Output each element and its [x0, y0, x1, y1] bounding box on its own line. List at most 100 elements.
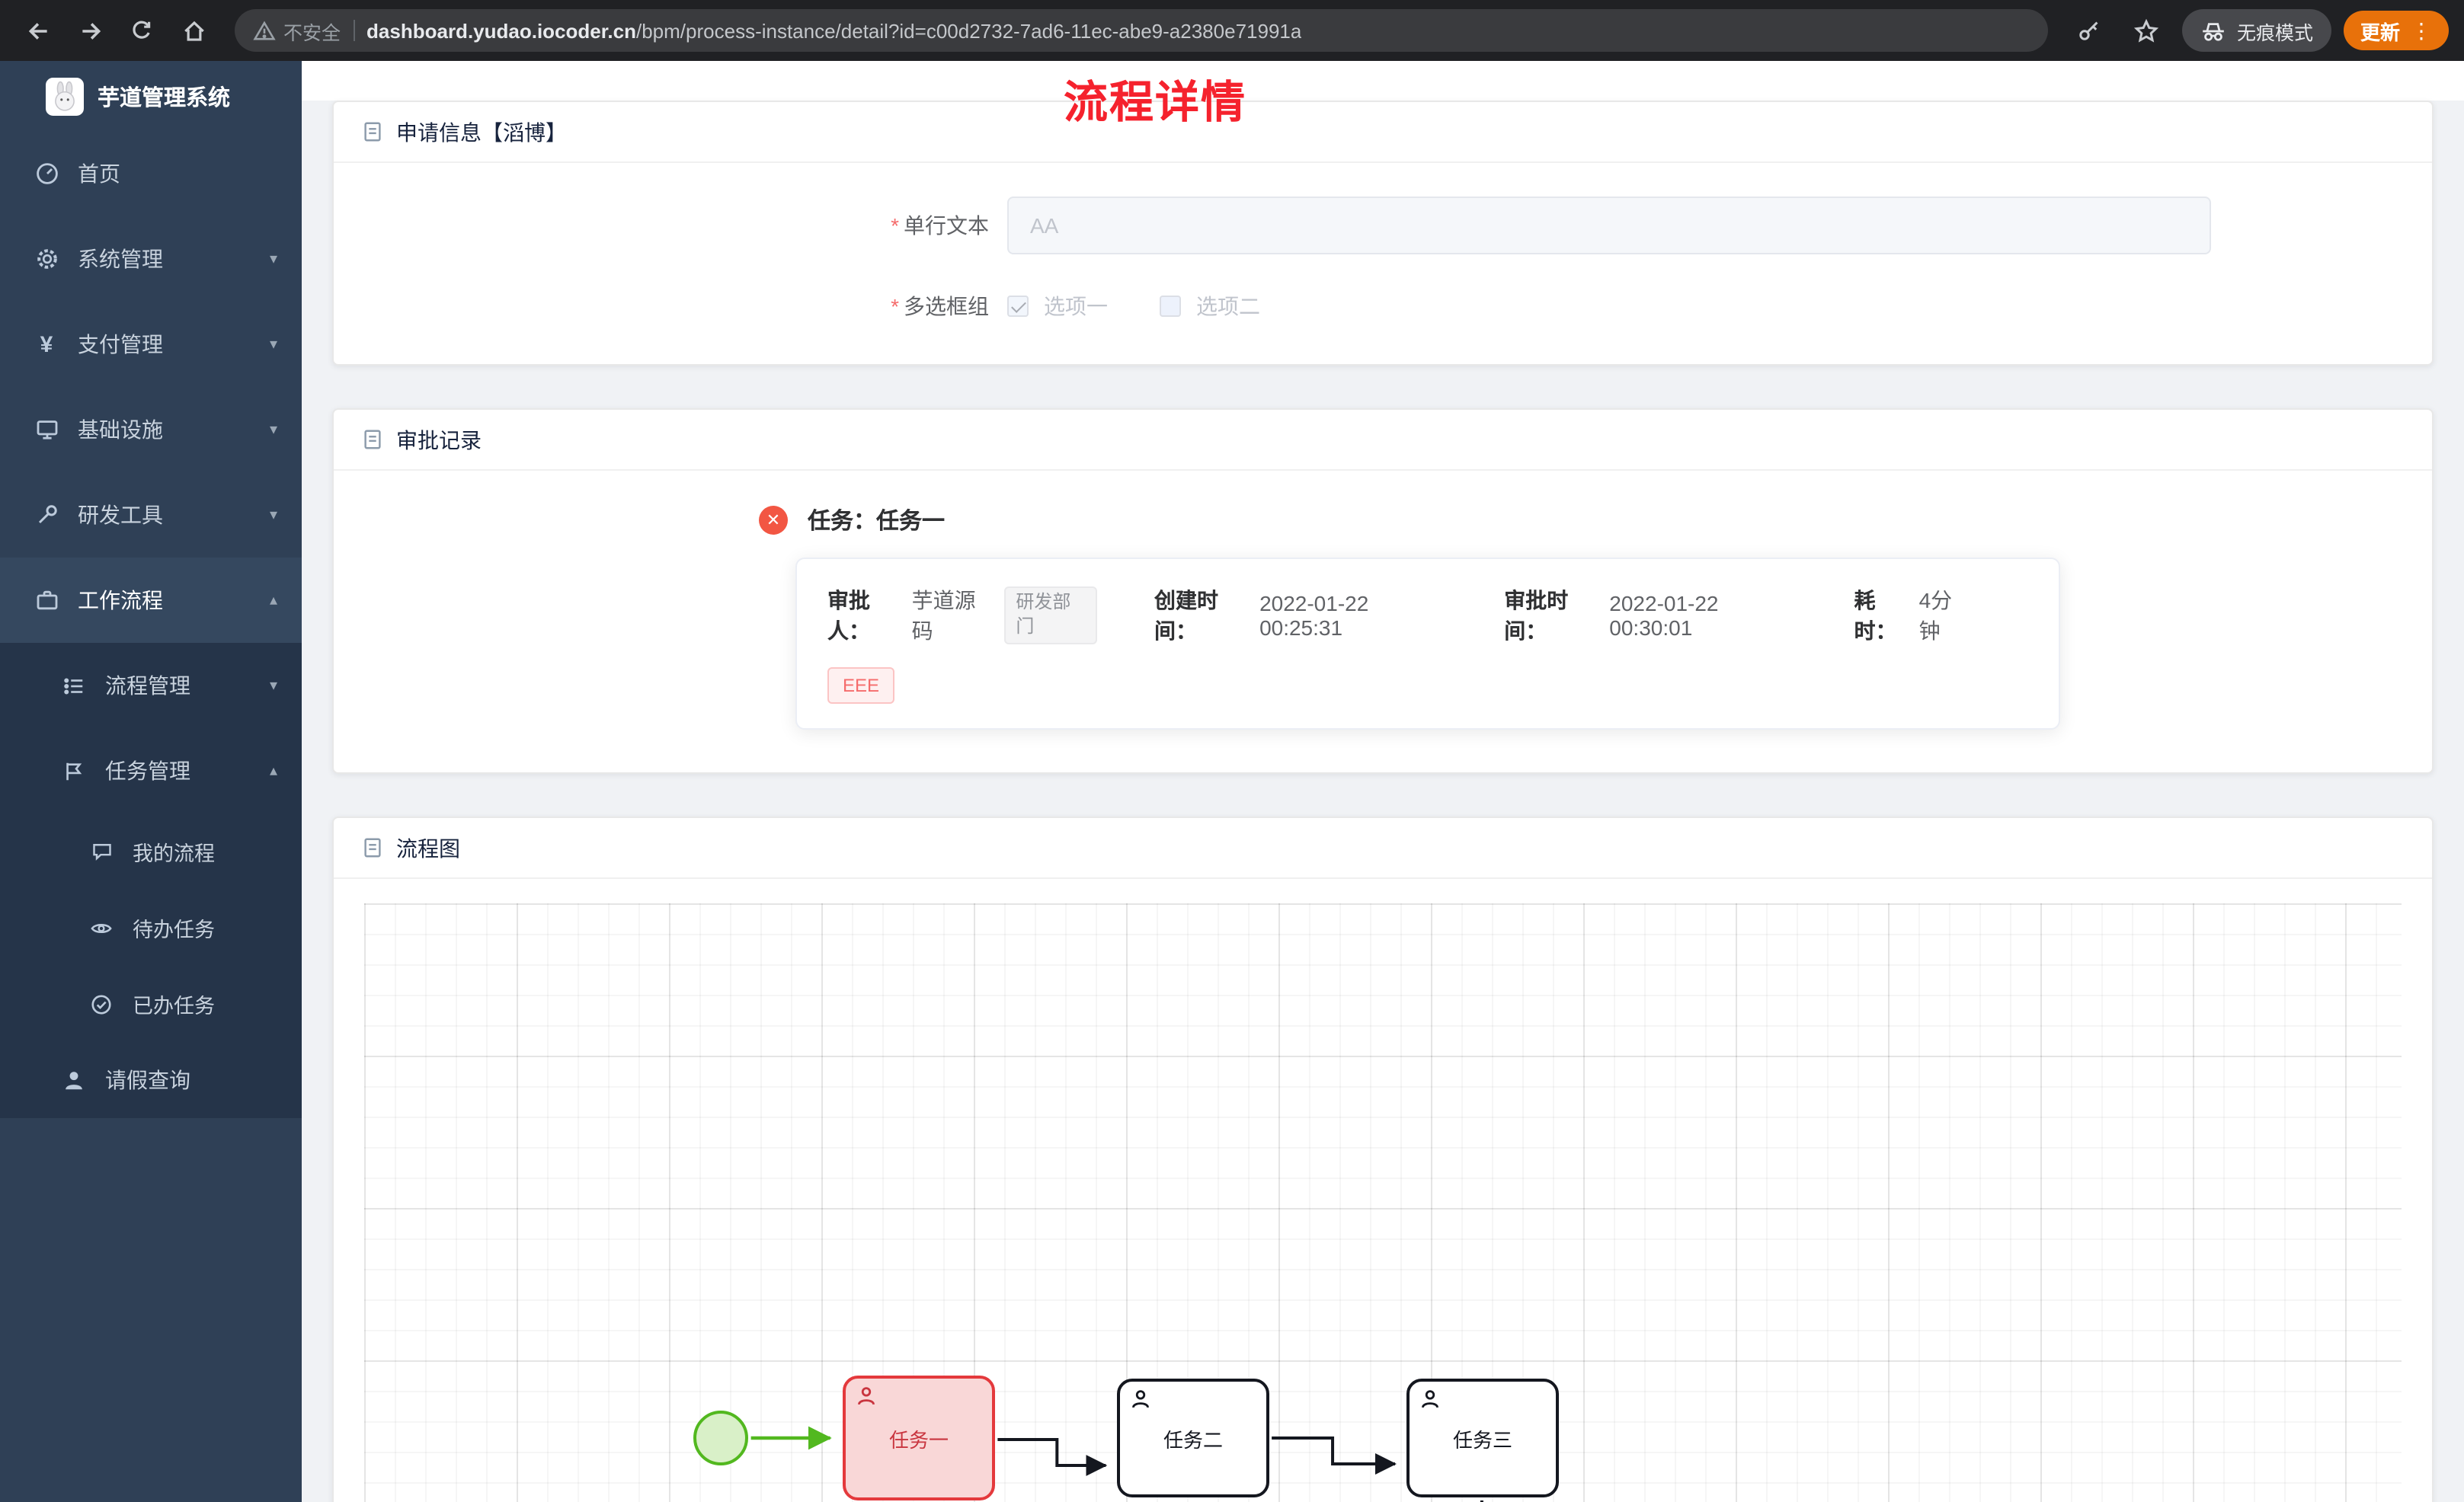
- bookmark-button[interactable]: [2124, 8, 2170, 53]
- sidebar-item-label: 流程管理: [105, 673, 190, 698]
- approve-time-group: 审批时间： 2022-01-22 00:30:01: [1504, 585, 1796, 646]
- approval-record-card-body: ✕ 任务：任务一 审批人： 芋道源码 研发部门 创建时间： 2022-01-22…: [334, 471, 2432, 773]
- update-button[interactable]: 更新 ⋮: [2343, 11, 2449, 50]
- site-security-chip[interactable]: 不安全: [253, 16, 341, 45]
- approve-time-label: 审批时间：: [1504, 588, 1569, 643]
- chevron-down-icon: ▾: [269, 336, 277, 353]
- sidebar-item-label: 支付管理: [78, 332, 163, 356]
- department-tag: 研发部门: [1003, 586, 1097, 644]
- create-time-group: 创建时间： 2022-01-22 00:25:31: [1154, 585, 1446, 646]
- bpmn-canvas[interactable]: 任务一 任务二 任务三: [364, 903, 2402, 1502]
- approver-label: 审批人：: [827, 588, 870, 643]
- required-asterisk: *: [891, 294, 899, 318]
- address-bar[interactable]: 不安全 dashboard.yudao.iocoder.cn/bpm/proce…: [235, 9, 2048, 52]
- person-icon: [61, 1069, 87, 1091]
- reload-button[interactable]: [119, 8, 165, 53]
- record-icon: [361, 428, 384, 451]
- sidebar-item-label: 研发工具: [78, 503, 163, 527]
- bpmn-task-3[interactable]: 任务三: [1406, 1379, 1559, 1498]
- bpmn-task-2[interactable]: 任务二: [1117, 1379, 1269, 1498]
- url-domain: dashboard.yudao.iocoder.cn: [366, 19, 636, 42]
- sidebar-item-home[interactable]: 首页: [0, 131, 302, 216]
- infra-icon: [34, 417, 59, 442]
- page-title: 流程详情: [1063, 79, 1246, 128]
- text-field-label: *单行文本: [891, 213, 989, 238]
- list-icon: [61, 674, 87, 697]
- sidebar-item-payment[interactable]: ¥ 支付管理 ▾: [0, 302, 302, 387]
- bpmn-start-event[interactable]: [693, 1411, 748, 1466]
- sidebar-item-leave-query[interactable]: 请假查询: [0, 1042, 302, 1118]
- approval-detail-panel: 审批人： 芋道源码 研发部门 创建时间： 2022-01-22 00:25:31…: [795, 558, 2060, 730]
- sidebar-item-task-management[interactable]: 任务管理 ▴: [0, 728, 302, 813]
- chevron-up-icon: ▴: [269, 762, 277, 779]
- apply-info-card-body: *单行文本 *多选框组 选项一 选项二: [334, 163, 2432, 364]
- warning-icon: [253, 20, 276, 40]
- checkbox-label: 选项二: [1196, 294, 1260, 318]
- card-title: 流程图: [396, 836, 460, 861]
- sidebar-item-infrastructure[interactable]: 基础设施 ▾: [0, 387, 302, 472]
- logo-avatar: [46, 77, 84, 115]
- sidebar-item-process-management[interactable]: 流程管理 ▾: [0, 643, 302, 728]
- task-title: 任务：任务一: [808, 509, 946, 535]
- user-icon: [1131, 1390, 1150, 1410]
- content-top-band: [302, 61, 2464, 101]
- sidebar-item-my-process[interactable]: 我的流程: [0, 813, 302, 890]
- url-path: /bpm/process-instance/detail?id=c00d2732…: [636, 19, 1302, 42]
- app-logo[interactable]: 芋道管理系统: [0, 61, 302, 131]
- checkbox-checked-icon: [1007, 296, 1029, 317]
- chat-bubble-icon: [88, 841, 114, 862]
- menu-dots-icon[interactable]: ⋮: [2411, 18, 2432, 42]
- briefcase-icon: [34, 588, 59, 612]
- user-icon: [856, 1387, 876, 1407]
- apply-info-card-header: 申请信息【滔博】: [334, 102, 2432, 163]
- dashboard-icon: [34, 161, 59, 186]
- sidebar-item-todo-tasks[interactable]: 待办任务: [0, 890, 302, 966]
- duration-value: 4分钟: [1918, 588, 1953, 643]
- sidebar-item-label: 系统管理: [78, 247, 163, 271]
- checkbox-option-2[interactable]: 选项二: [1160, 291, 1260, 321]
- approver-name: 芋道源码: [911, 588, 976, 643]
- password-manager-button[interactable]: [2066, 8, 2112, 53]
- create-time-value: 2022-01-22 00:25:31: [1259, 591, 1369, 640]
- single-line-text-input[interactable]: [1007, 197, 2211, 254]
- sidebar-item-label: 工作流程: [78, 588, 163, 612]
- approver-group: 审批人： 芋道源码 研发部门: [827, 585, 1097, 646]
- incognito-badge[interactable]: 无痕模式: [2181, 9, 2331, 52]
- update-label: 更新: [2360, 21, 2400, 43]
- forward-icon: [82, 22, 101, 39]
- document-icon: [361, 120, 384, 143]
- sidebar-item-system[interactable]: 系统管理 ▾: [0, 216, 302, 302]
- process-diagram-card-header: 流程图: [334, 819, 2432, 880]
- approve-time-value: 2022-01-22 00:30:01: [1609, 591, 1719, 640]
- sidebar-item-devtools[interactable]: 研发工具 ▾: [0, 472, 302, 558]
- bpmn-task-1[interactable]: 任务一: [843, 1376, 995, 1501]
- approval-record-card-header: 审批记录: [334, 410, 2432, 471]
- process-diagram-card: 流程图 任务一: [332, 817, 2434, 1502]
- approval-detail-row: 审批人： 芋道源码 研发部门 创建时间： 2022-01-22 00:25:31…: [827, 585, 2028, 646]
- chevron-up-icon: ▴: [269, 592, 277, 609]
- omnibox-separator: [353, 20, 355, 41]
- back-button[interactable]: [15, 8, 61, 53]
- apply-info-card: 申请信息【滔博】 *单行文本 *多选框组 选项一 选项二: [332, 101, 2434, 366]
- home-button[interactable]: [171, 8, 216, 53]
- security-label: 不安全: [283, 22, 341, 43]
- approval-record-card: 审批记录 ✕ 任务：任务一 审批人： 芋道源码 研发部门 创建时间: [332, 408, 2434, 775]
- sidebar-item-label: 首页: [78, 161, 120, 186]
- checkbox-option-1[interactable]: 选项一: [1007, 291, 1108, 321]
- bpmn-connections: [750, 1427, 1483, 1502]
- workflow-submenu: 流程管理 ▾ 任务管理 ▴ 我的流程 待办任务 已办任务: [0, 643, 302, 1118]
- tools-icon: [34, 503, 59, 527]
- payment-icon: ¥: [40, 331, 53, 357]
- sidebar-item-workflow[interactable]: 工作流程 ▴: [0, 558, 302, 643]
- duration-label: 耗时：: [1854, 588, 1897, 643]
- toolbar-right: 无痕模式 更新 ⋮: [2066, 8, 2449, 53]
- comment-tag: EEE: [827, 667, 895, 705]
- sidebar-item-label: 基础设施: [78, 417, 163, 442]
- sidebar-item-done-tasks[interactable]: 已办任务: [0, 966, 302, 1042]
- back-icon: [27, 22, 46, 39]
- sidebar-item-label: 任务管理: [105, 759, 190, 783]
- incognito-icon: [2203, 22, 2224, 40]
- forward-button[interactable]: [67, 8, 113, 53]
- sidebar-item-label: 请假查询: [105, 1068, 190, 1092]
